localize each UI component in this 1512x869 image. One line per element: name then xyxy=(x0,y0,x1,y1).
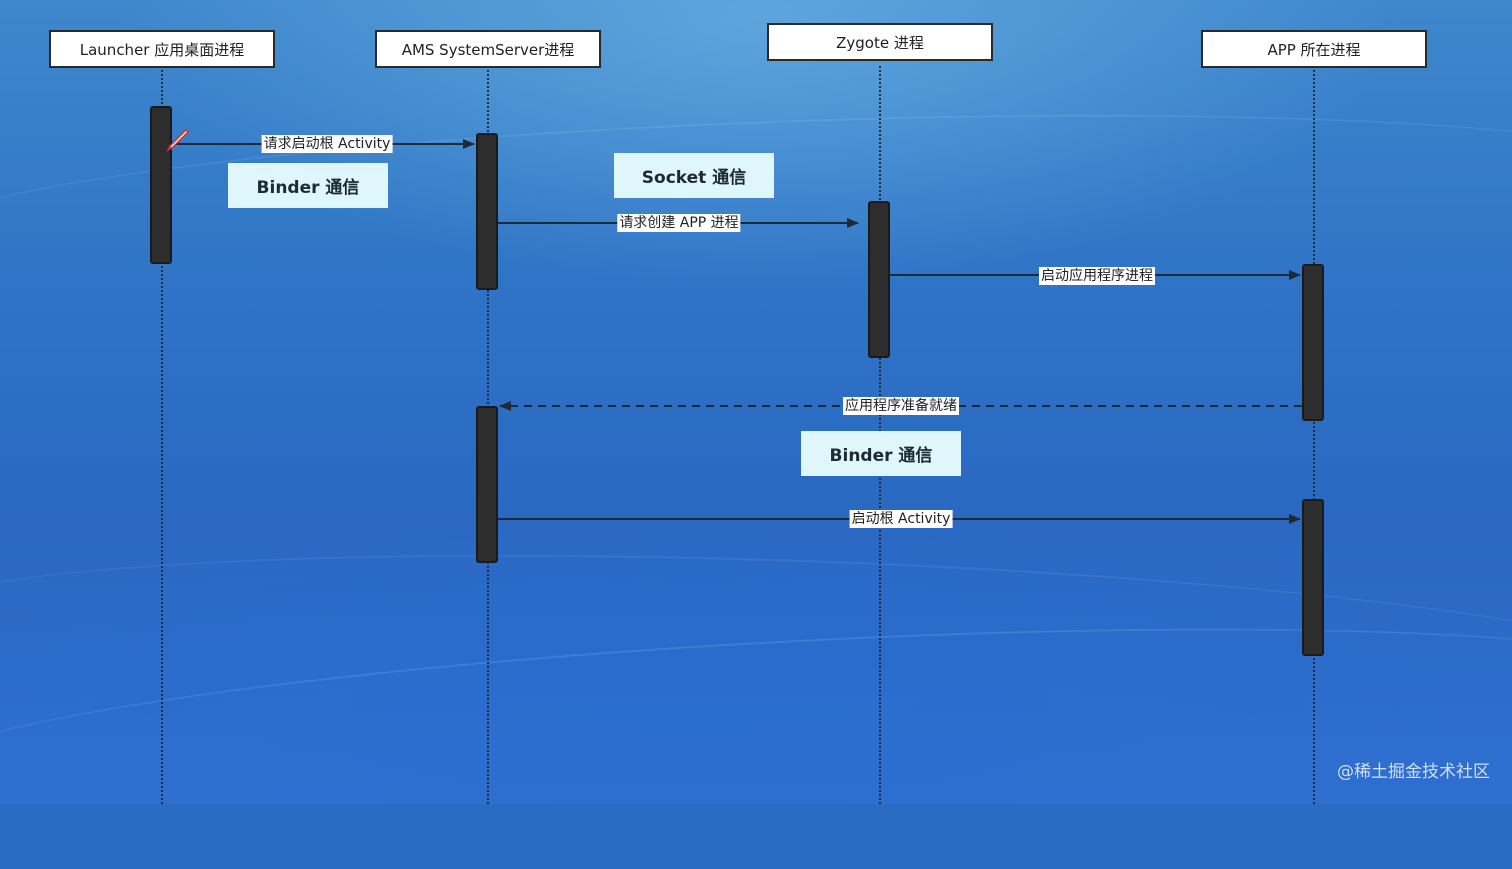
participant-label: APP 所在进程 xyxy=(1267,40,1361,59)
message-label: 应用程序准备就绪 xyxy=(843,397,959,415)
activation-app-2 xyxy=(1302,499,1324,656)
message-label: 启动应用程序进程 xyxy=(1039,267,1155,285)
participant-app: APP 所在进程 xyxy=(1201,30,1427,68)
note-socket: Socket 通信 xyxy=(614,153,774,198)
activation-zygote xyxy=(868,201,890,358)
message-label: 请求启动根 Activity xyxy=(261,135,393,153)
participant-label: Launcher 应用桌面进程 xyxy=(79,40,245,59)
watermark: @稀土掘金技术社区 xyxy=(1337,762,1490,782)
message-label: 请求创建 APP 进程 xyxy=(617,214,741,232)
participant-ams: AMS SystemServer进程 xyxy=(375,30,601,68)
note-label: Binder 通信 xyxy=(256,178,360,198)
note-binder: Binder 通信 xyxy=(801,431,961,476)
lifeline-app xyxy=(1313,66,1315,804)
activation-ams-2 xyxy=(476,406,498,563)
message-label: 启动根 Activity xyxy=(849,510,953,528)
participant-zygote: Zygote 进程 xyxy=(767,23,993,61)
activation-ams-1 xyxy=(476,133,498,290)
lifeline-launcher xyxy=(161,66,163,804)
note-label: Socket 通信 xyxy=(641,168,747,188)
participant-label: Zygote 进程 xyxy=(836,33,924,52)
note-binder: Binder 通信 xyxy=(228,163,388,208)
pencil-icon xyxy=(166,128,190,152)
activation-app-1 xyxy=(1302,264,1324,421)
activation-launcher xyxy=(150,106,172,264)
note-label: Binder 通信 xyxy=(829,446,933,466)
participant-label: AMS SystemServer进程 xyxy=(401,40,575,59)
message-arrows xyxy=(172,139,1302,524)
participant-launcher: Launcher 应用桌面进程 xyxy=(49,30,275,68)
